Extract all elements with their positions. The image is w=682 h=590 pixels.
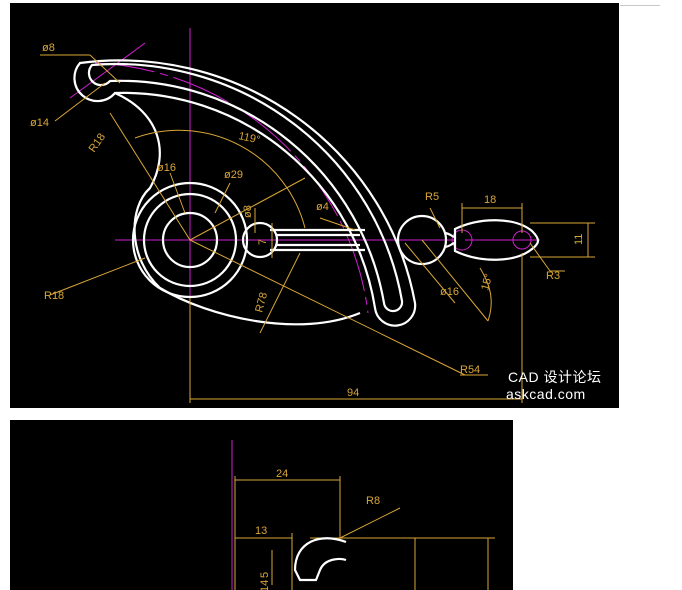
dim-leader-d8-2 [89,54,121,84]
boss-inner-circle [161,211,219,269]
label-angle-15: 15° [479,273,495,292]
dim-leader-r5 [429,207,441,229]
dim-leader-r18-top [109,112,191,241]
label-eleven: 11 [573,234,585,245]
top-divider-line [620,5,660,6]
label-twentyfour: 24 [276,468,288,480]
cad-drawing-secondary-svg: 24 R8 13 5 14 [231,440,495,590]
dim-leader-d16 [169,172,186,214]
dim-leader-r3 [529,242,551,272]
label-d4: ø4 [316,201,329,213]
dim-arc-15 [479,267,492,322]
dim-leader-d14 [54,82,106,122]
dim-leader-d29 [214,182,231,214]
label-fourteen: 14 [259,580,271,590]
lower-body-curve [114,91,361,326]
cad-drawing-secondary: 24 R8 13 5 14 [10,420,513,590]
dim-angle-ray [189,177,306,241]
cad-drawing-main-svg: ø8 ø14 R18 119° ø16 ø29 ø8 7 ø4 R5 18 11… [30,28,601,403]
arc-centerline [94,62,369,314]
hook-outline [293,537,347,582]
label-thirteen: 13 [255,525,267,537]
inner-arc-slot [87,62,404,313]
dim-leader-r78 [259,252,301,334]
boss-outer-circle [131,181,249,299]
label-seven: 7 [257,239,269,245]
dim-leader-r54 [189,239,466,376]
label-five: 5 [259,572,271,578]
label-r8: R8 [366,495,380,507]
label-r78: R78 [253,291,270,314]
right-tab [453,219,540,261]
part-outline [73,59,540,327]
dim-leader-d16-right [404,242,456,304]
dim-leader-r8 [339,507,401,539]
arm-ring [241,221,279,259]
label-r54: R54 [460,364,480,376]
watermark-line1: CAD 设计论坛 [508,369,601,385]
label-angle-119: 119° [237,130,261,146]
label-d8: ø8 [42,42,55,54]
label-d16-right: ø16 [440,286,459,298]
label-d16-inner: ø16 [157,162,176,174]
cad-drawing-main: ø8 ø14 R18 119° ø16 ø29 ø8 7 ø4 R5 18 11… [10,3,619,408]
boss-mid-circle [142,192,238,288]
label-d14: ø14 [30,117,49,129]
label-ninetyfour: 94 [347,387,359,399]
outer-arc-body [73,59,417,327]
dim-leader-d4 [319,217,356,231]
label-d8-small: ø8 [242,205,254,218]
label-d29: ø29 [224,169,243,181]
label-r5: R5 [425,191,439,203]
dim-angle-15-ray [421,239,489,322]
dim-arc-119 [134,129,306,229]
label-r18-left: R18 [44,290,64,302]
dim-leader-r18-left [49,257,146,296]
label-r3: R3 [546,270,560,282]
dimension-lines-2 [234,476,495,590]
label-r18-top: R18 [87,131,108,154]
small-hole-centerline [69,42,146,99]
label-eighteen: 18 [484,194,496,206]
dimension-lines [40,54,595,403]
watermark-line2: askcad.com [506,386,586,402]
